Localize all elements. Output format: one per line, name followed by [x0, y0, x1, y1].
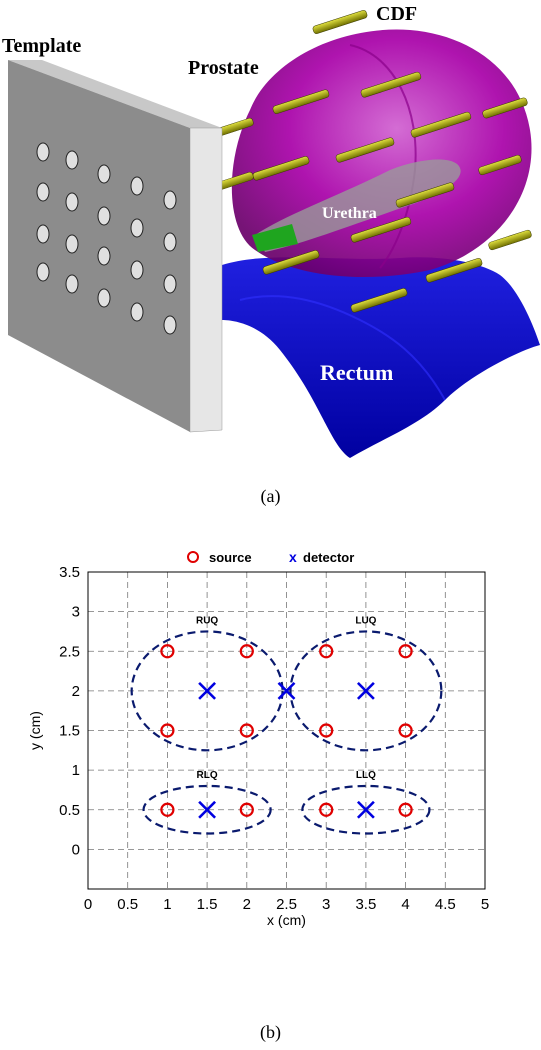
source-point — [398, 802, 413, 817]
chart-regions: RUQ LUQ RLQ LLQ — [130, 615, 443, 835]
x-tick-label: 0 — [84, 896, 92, 913]
label-urethra: Urethra — [322, 205, 377, 222]
source-point — [398, 723, 413, 738]
label-template: Template — [2, 35, 81, 57]
x-tick-label: 2.5 — [276, 896, 297, 913]
x-tick-label: 3.5 — [355, 896, 376, 913]
source-point — [239, 723, 254, 738]
x-tick-label: 5 — [481, 896, 489, 913]
legend-detector-marker: x — [289, 549, 297, 565]
label-prostate: Prostate — [188, 57, 259, 79]
region-label: RUQ — [196, 615, 218, 626]
figure-a: Template Prostate CDF Urethra Rectum — [0, 0, 541, 470]
urethra-shape — [255, 159, 461, 252]
x-axis-label: x (cm) — [267, 912, 306, 928]
chart-frame — [87, 571, 486, 890]
y-tick-label: 1 — [72, 762, 80, 779]
region-label: LLQ — [356, 770, 376, 781]
y-tick-label: 2.5 — [59, 643, 80, 660]
legend-source-marker — [187, 551, 199, 563]
urethra-tip-shape — [252, 224, 298, 252]
source-point — [160, 723, 175, 738]
source-point — [160, 802, 175, 817]
region-label: LUQ — [355, 615, 376, 626]
x-tick-label: 1 — [163, 896, 171, 913]
figure-b: RUQ LUQ RLQ LLQ 0 0.5 1 1.5 2 2.5 3 3.5 4 4.5 5 0 0.5 1 1… — [0, 540, 541, 980]
source-point — [319, 723, 334, 738]
chart-grid — [87, 571, 486, 889]
figure-b-chart: RUQ LUQ RLQ LLQ 0 0.5 1 1.5 2 2.5 3 3.5 4 4.5 5 0 0.5 1 1… — [27, 549, 489, 928]
rectum-shape — [222, 257, 540, 458]
caption-a: (a) — [260, 486, 281, 506]
chart-ticks: 0 0.5 1 1.5 2 2.5 3 3.5 4 4.5 5 0 0.5 1 1.5 2 2.5 3 3.5 — [59, 564, 489, 913]
legend-detector-label: detector — [303, 550, 354, 565]
y-tick-label: 1.5 — [59, 723, 80, 740]
detector-point — [356, 681, 375, 700]
y-tick-label: 3 — [72, 604, 80, 621]
figure-a-illustration: Template Prostate CDF Urethra Rectum — [2, 3, 540, 458]
label-cdf: CDF — [376, 3, 417, 25]
detector-point — [277, 681, 296, 700]
legend-source-label: source — [209, 550, 252, 565]
x-tick-label: 4 — [401, 896, 409, 913]
x-tick-label: 3 — [322, 896, 330, 913]
region-ellipse — [142, 784, 272, 835]
source-point — [160, 644, 175, 659]
x-tick-label: 4.5 — [435, 896, 456, 913]
cdf-seeds — [210, 10, 532, 313]
region-ellipse — [130, 630, 284, 752]
x-tick-label: 1.5 — [197, 896, 218, 913]
x-tick-label: 0.5 — [117, 896, 138, 913]
x-marker-stroke — [356, 800, 375, 819]
y-tick-label: 0.5 — [59, 802, 80, 819]
x-marker-stroke — [198, 681, 217, 700]
region-ellipse — [289, 630, 443, 752]
x-marker-stroke — [356, 681, 375, 700]
source-point — [319, 802, 334, 817]
x-marker-stroke — [277, 681, 296, 700]
source-point — [239, 644, 254, 659]
y-tick-label: 3.5 — [59, 564, 80, 581]
label-rectum: Rectum — [320, 360, 393, 385]
source-point — [319, 644, 334, 659]
detector-point — [356, 800, 375, 819]
template-plate — [8, 60, 223, 433]
region-label: RLQ — [197, 770, 218, 781]
source-point — [239, 802, 254, 817]
x-tick-label: 2 — [243, 896, 251, 913]
chart-marks — [160, 644, 413, 819]
detector-point — [198, 800, 217, 819]
caption-b: (b) — [260, 1022, 281, 1042]
y-tick-label: 2 — [72, 683, 80, 700]
region-ellipse — [301, 784, 431, 835]
y-axis-label: y (cm) — [27, 711, 43, 750]
chart-legend: source x detector — [187, 549, 354, 565]
detector-point — [198, 681, 217, 700]
y-tick-label: 0 — [72, 841, 80, 858]
x-marker-stroke — [198, 800, 217, 819]
source-point — [398, 644, 413, 659]
